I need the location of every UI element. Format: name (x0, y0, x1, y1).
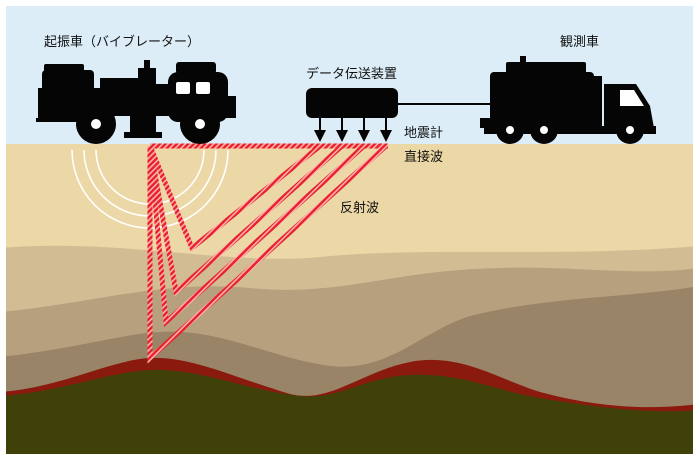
geophone-label: 地震計 (404, 126, 444, 141)
data-transmitter-label: データ伝送装置 (306, 67, 398, 82)
geophone-icon (314, 130, 392, 142)
bedrock-layer (6, 369, 693, 454)
reflected-wave-rays (147, 144, 388, 364)
transmitter-box-icon (306, 88, 398, 118)
observation-truck-icon (480, 56, 656, 144)
observation-truck-label: 観測車 (560, 35, 600, 50)
vibrator-truck-label: 起振車（バイブレーター） (44, 35, 201, 50)
vibrator-truck-windows (176, 82, 210, 94)
observation-truck-details (91, 90, 644, 134)
reflected-wave-label: 反射波 (340, 201, 380, 216)
transmitter-legs (319, 118, 387, 132)
direct-wave-label: 直接波 (404, 150, 444, 165)
